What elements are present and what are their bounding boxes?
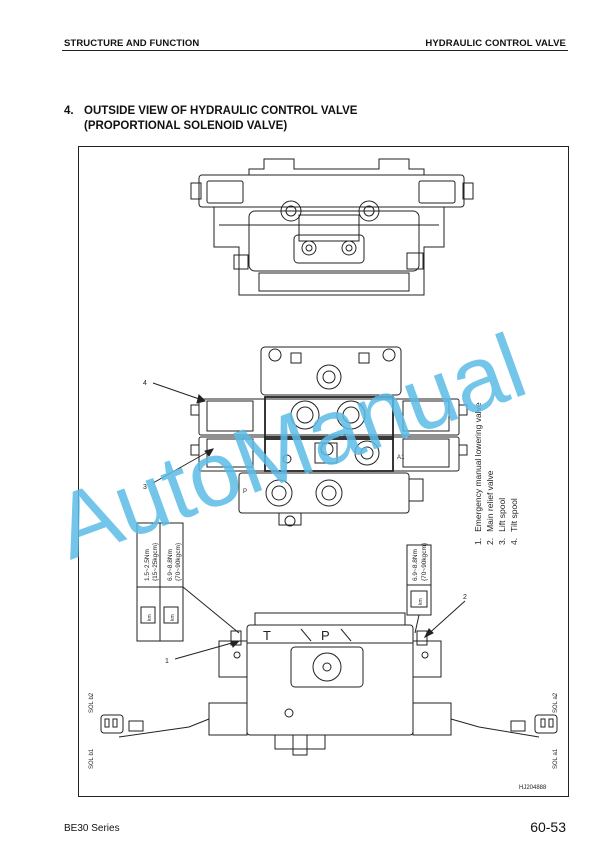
section-title-line2: (PROPORTIONAL SOLENOID VALVE)	[84, 120, 288, 132]
torque-table-left: 1.5~2.5Nm {15~25kgcm} 6.9~8.8Nm {70~90kg…	[136, 522, 240, 642]
section-number: 4.	[64, 105, 74, 117]
wrench-label-left-1: km	[147, 614, 153, 621]
torque-left-4: {70~90kgcm}	[175, 542, 182, 581]
port-a1-label: A1	[397, 455, 405, 461]
sol-b2-label: SOL b2	[89, 692, 95, 713]
top-view	[190, 158, 474, 296]
callouts-middle: 4 3	[143, 380, 215, 491]
sol-b1-label: SOL b1	[89, 748, 95, 769]
callout-1: 1	[165, 658, 169, 665]
middle-view: A1 P	[190, 346, 468, 527]
callouts-bottom: 1 2	[165, 594, 467, 665]
callout-4: 4	[143, 380, 147, 387]
wrench-label-left-2: km	[170, 614, 176, 621]
legend-item-2: 2.Main relief valve	[485, 470, 495, 545]
port-p-small-label: P	[243, 489, 247, 495]
port-p-label: P	[321, 628, 330, 643]
section-title-line1: OUTSIDE VIEW OF HYDRAULIC CONTROL VALVE	[84, 105, 358, 117]
callout-3: 3	[143, 484, 147, 491]
legend-item-3: 3.Lift spool	[497, 498, 507, 545]
bottom-view: T P	[100, 612, 558, 756]
header-divider	[62, 50, 568, 51]
callout-2: 2	[463, 594, 467, 601]
legend-item-4: 4.Tilt spool	[509, 498, 519, 545]
torque-right-2: {70~90kgcm}	[421, 542, 428, 581]
sol-a2-label: SOL a2	[553, 692, 559, 713]
drawing-code: HJ204888	[519, 785, 547, 791]
torque-left-1: 1.5~2.5Nm	[144, 549, 151, 581]
torque-left-3: 6.9~8.8Nm	[167, 549, 174, 581]
legend: 1.Emergency manual lowering valve 2.Main…	[473, 402, 519, 545]
header-chapter-name: HYDRAULIC CONTROL VALVE	[425, 38, 566, 49]
solenoid-labels: SOL b2 SOL b1 SOL a2 SOL a1	[89, 692, 559, 769]
header-section-name: STRUCTURE AND FUNCTION	[64, 38, 200, 49]
figure-frame: A1 P 4 3 1.Emergency manual lo	[78, 146, 569, 797]
section-title: 4. OUTSIDE VIEW OF HYDRAULIC CONTROL VALV…	[64, 104, 357, 134]
legend-item-1: 1.Emergency manual lowering valve	[473, 402, 483, 545]
footer-page-number: 60-53	[530, 819, 566, 835]
footer-series: BE30 Series	[64, 823, 120, 834]
wrench-label-right: km	[418, 598, 424, 605]
torque-left-2: {15~25kgcm}	[152, 542, 159, 581]
port-t-label: T	[263, 628, 271, 643]
torque-right-1: 6.9~8.8Nm	[412, 549, 419, 581]
torque-table-right: 6.9~8.8Nm {70~90kgcm} km	[406, 542, 432, 634]
valve-drawing: A1 P 4 3 1.Emergency manual lo	[89, 158, 559, 791]
sol-a1-label: SOL a1	[553, 748, 559, 769]
